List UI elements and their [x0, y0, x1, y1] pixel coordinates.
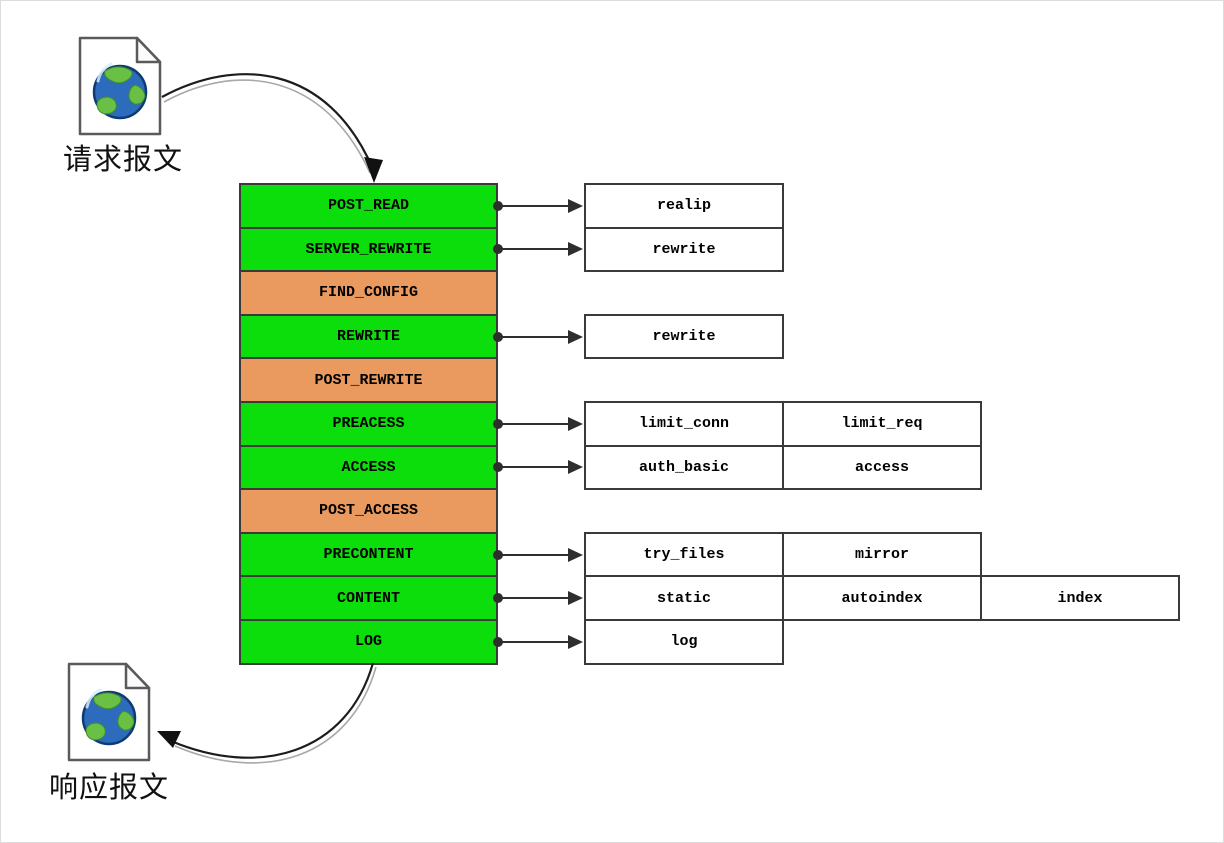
phase-precontent: PRECONTENT: [239, 531, 498, 578]
phase-label: POST_REWRITE: [314, 371, 423, 389]
module-label: limit_req: [841, 415, 923, 433]
phase-post-read: POST_READ: [239, 183, 498, 229]
globe-icon: [92, 62, 148, 120]
connector-line: [498, 466, 569, 469]
module-mirror: mirror: [782, 531, 982, 578]
module-static: static: [584, 575, 784, 621]
response-label: 响应报文: [49, 770, 170, 804]
module-try_files: try_files: [584, 531, 784, 578]
connector-line: [498, 204, 569, 207]
phase-post-rewrite: POST_REWRITE: [239, 357, 498, 403]
connector-arrowhead: [568, 242, 583, 257]
phase-label: ACCESS: [341, 458, 396, 476]
phase-rewrite: REWRITE: [239, 313, 498, 360]
module-index: index: [980, 575, 1180, 621]
module-label: access: [854, 458, 909, 476]
phase-log: LOG: [239, 619, 498, 665]
connector-line: [498, 248, 569, 251]
module-realip: realip: [584, 183, 784, 229]
module-rewrite: rewrite: [584, 226, 784, 273]
module-label: rewrite: [652, 240, 716, 258]
module-label: mirror: [854, 546, 909, 564]
phase-post-access: POST_ACCESS: [239, 488, 498, 534]
phase-label: FIND_CONFIG: [318, 284, 419, 302]
phase-find-config: FIND_CONFIG: [239, 270, 498, 316]
phase-label: PREACESS: [332, 415, 405, 433]
phase-content: CONTENT: [239, 575, 498, 621]
module-auth_basic: auth_basic: [584, 444, 784, 491]
phase-label: LOG: [354, 633, 382, 651]
module-log: log: [584, 619, 784, 665]
module-label: auth_basic: [638, 458, 729, 476]
globe-icon: [81, 688, 137, 746]
connector-arrowhead: [568, 547, 583, 562]
module-label: try_files: [643, 546, 725, 564]
phase-preacess: PREACESS: [239, 401, 498, 447]
request-document-icon: [77, 35, 163, 142]
module-limit_req: limit_req: [782, 401, 982, 447]
request-label: 请求报文: [63, 142, 184, 176]
connector-arrowhead: [568, 416, 583, 431]
phase-server-rewrite: SERVER_REWRITE: [239, 226, 498, 273]
connector-line: [498, 335, 569, 338]
phase-label: REWRITE: [336, 328, 400, 346]
module-limit_conn: limit_conn: [584, 401, 784, 447]
connector-line: [498, 597, 569, 600]
module-label: rewrite: [652, 328, 716, 346]
connector-arrowhead: [568, 591, 583, 606]
module-label: limit_conn: [638, 415, 729, 433]
connector-arrowhead: [568, 634, 583, 649]
response-document-icon: [66, 661, 152, 768]
connector-arrowhead: [568, 198, 583, 213]
connector-arrowhead: [568, 329, 583, 344]
phase-label: SERVER_REWRITE: [305, 240, 432, 258]
module-access: access: [782, 444, 982, 491]
module-rewrite: rewrite: [584, 313, 784, 360]
phase-access: ACCESS: [239, 444, 498, 491]
phase-label: POST_READ: [327, 197, 409, 215]
document-fold-corner: [135, 36, 162, 64]
module-label: log: [670, 633, 698, 651]
phase-label: POST_ACCESS: [318, 502, 419, 520]
phase-label: CONTENT: [336, 589, 400, 607]
module-label: static: [656, 589, 711, 607]
module-autoindex: autoindex: [782, 575, 982, 621]
connector-line: [498, 422, 569, 425]
phase-label: PRECONTENT: [323, 546, 414, 564]
connector-line: [498, 553, 569, 556]
module-label: index: [1057, 589, 1103, 607]
response-flow-arrow: [157, 662, 377, 764]
document-fold-corner: [124, 662, 151, 690]
connector-arrowhead: [568, 460, 583, 475]
request-flow-arrow: [161, 73, 383, 183]
module-label: autoindex: [841, 589, 923, 607]
connector-line: [498, 640, 569, 643]
module-label: realip: [656, 197, 711, 215]
